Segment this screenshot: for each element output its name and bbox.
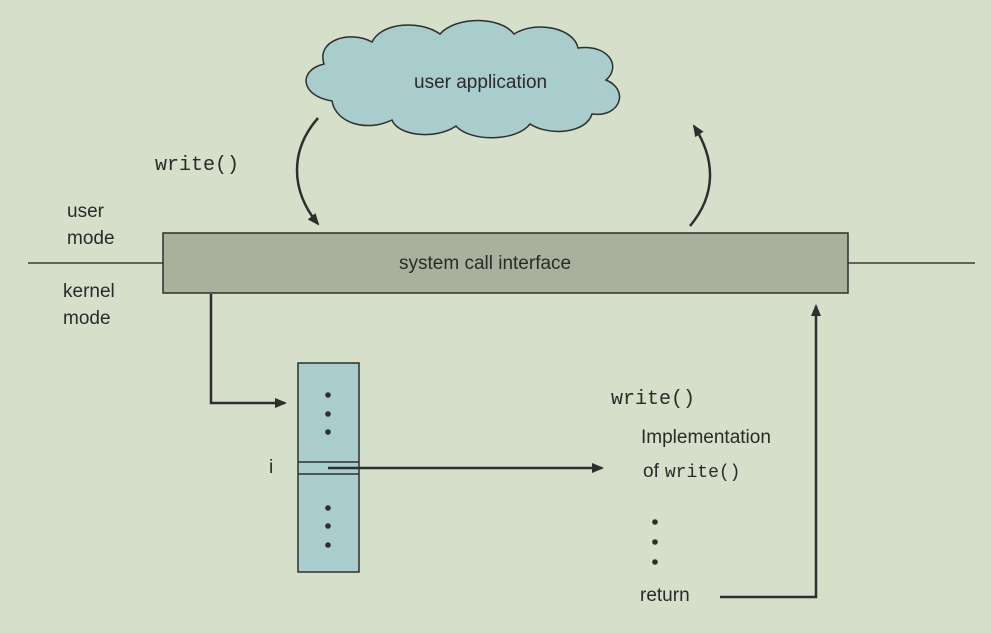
- user-application-cloud: [305, 19, 621, 139]
- table-ellipsis-dot: [325, 542, 331, 548]
- table-ellipsis-dot: [325, 505, 331, 511]
- kernel-mode-label-line1: kernel: [63, 281, 115, 302]
- write-call-arrow: [295, 117, 320, 226]
- system-call-interface-bar: [162, 232, 849, 294]
- table-ellipsis-dot: [325, 392, 331, 398]
- interface-to-table-arrow: [209, 294, 287, 408]
- table-ellipsis-dot: [325, 429, 331, 435]
- implementation-write-label: write(): [611, 388, 696, 411]
- write-call-label: write(): [155, 154, 240, 177]
- table-ellipsis-dot: [325, 523, 331, 529]
- return-label: return: [640, 585, 690, 606]
- return-arrow: [720, 304, 821, 599]
- implementation-ellipsis-dot: [652, 519, 658, 525]
- implementation-label: Implementation: [641, 427, 771, 448]
- kernel-mode-label-line2: mode: [63, 308, 111, 329]
- system-call-interface-label: system call interface: [399, 253, 572, 274]
- user-mode-label-line2: mode: [67, 228, 115, 249]
- implementation-ellipsis-dot: [652, 559, 658, 565]
- table-index-label: i: [269, 457, 274, 478]
- return-to-user-arrow: [689, 124, 712, 227]
- table-ellipsis-dot: [325, 411, 331, 417]
- user-application-label: user application: [414, 72, 548, 93]
- implementation-of-write-code: write(): [664, 463, 741, 483]
- implementation-ellipsis-dot: [652, 539, 658, 545]
- implementation-of-text: of: [643, 461, 659, 482]
- implementation-of-write-label: of write(): [643, 461, 740, 483]
- user-mode-label-line1: user: [67, 201, 104, 222]
